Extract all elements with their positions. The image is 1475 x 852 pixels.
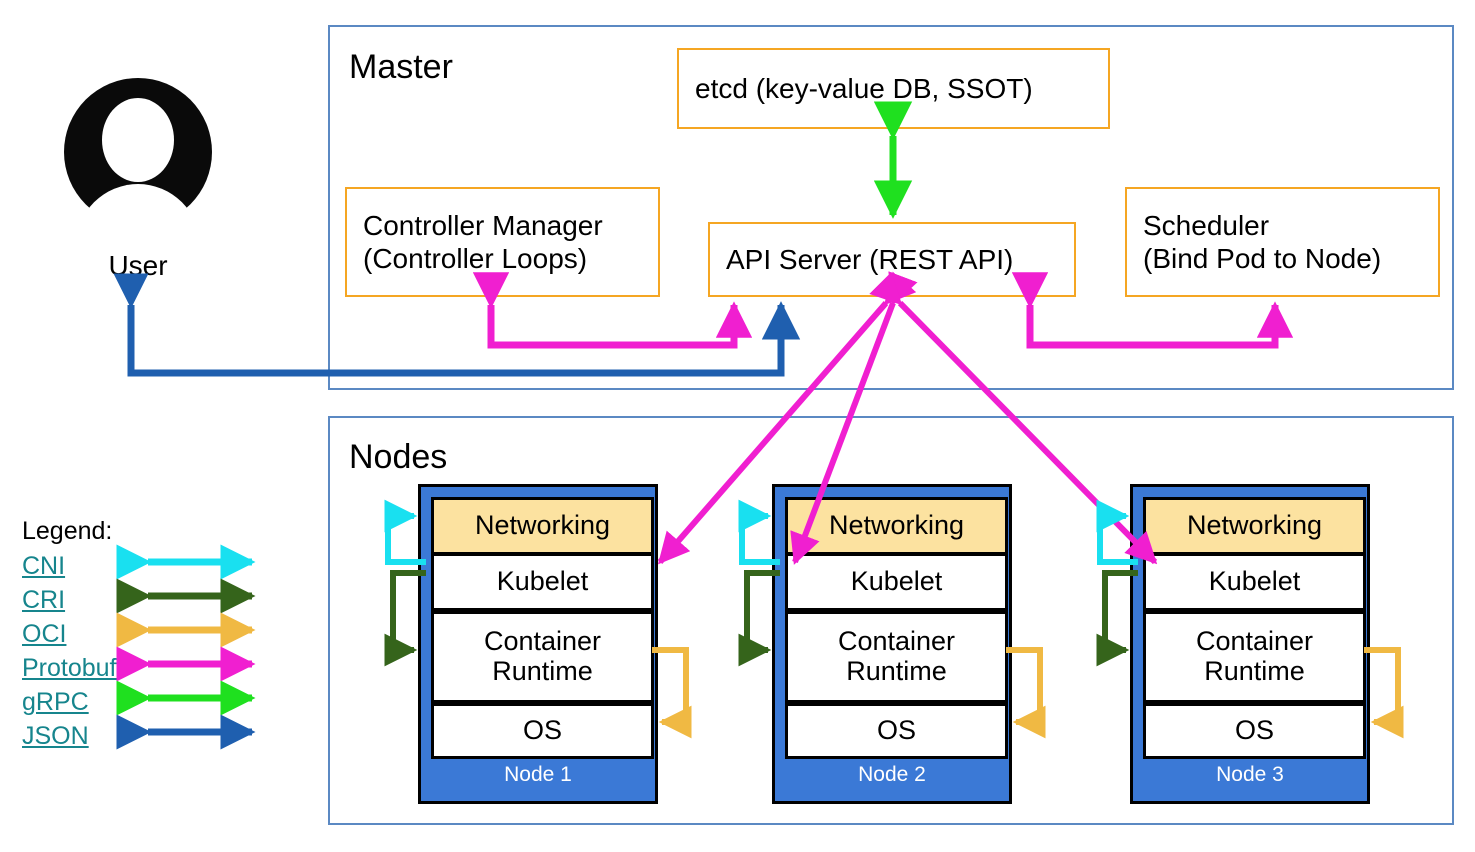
node-2-networking-label: Networking — [828, 510, 965, 541]
user-avatar-icon — [64, 78, 212, 226]
scheduler-label-line2: (Bind Pod to Node) — [1143, 243, 1382, 274]
node-2-name: Node 2 — [858, 763, 926, 786]
node-3-networking-row[interactable]: Networking — [1143, 497, 1366, 555]
user-label: User — [108, 250, 168, 281]
node-1-networking-label: Networking — [474, 510, 611, 541]
node-box-3[interactable]: Networking Kubelet Container Runtime OS … — [1130, 484, 1370, 804]
legend-label-cni[interactable]: CNI — [22, 552, 66, 580]
api-server-label: API Server (REST API) — [726, 243, 1014, 275]
node-3-container-runtime-row[interactable]: Container Runtime — [1143, 611, 1366, 703]
node-2-kubelet-label: Kubelet — [850, 566, 943, 597]
scheduler-label-line1: Scheduler — [1143, 209, 1270, 241]
legend-title: Legend: — [22, 517, 113, 545]
node-3-os-row[interactable]: OS — [1143, 703, 1366, 759]
node-3-kubelet-row[interactable]: Kubelet — [1143, 553, 1366, 611]
node-1-container-runtime-label-line2: Runtime — [492, 656, 593, 686]
legend-label-json[interactable]: JSON — [22, 722, 89, 750]
controller-manager-label-line2: (Controller Loops) — [363, 243, 588, 274]
scheduler-box[interactable]: Scheduler (Bind Pod to Node) — [1125, 187, 1440, 297]
node-3-networking-label: Networking — [1186, 510, 1323, 541]
node-3-container-runtime-label-line2: Runtime — [1204, 656, 1305, 686]
node-3-container-runtime-label-line1: Container — [1195, 626, 1314, 657]
node-2-os-label: OS — [876, 715, 916, 746]
node-2-os-row[interactable]: OS — [785, 703, 1008, 759]
node-1-os-label: OS — [522, 715, 562, 746]
node-box-2[interactable]: Networking Kubelet Container Runtime OS … — [772, 484, 1012, 804]
legend-label-oci[interactable]: OCI — [22, 620, 67, 648]
node-1-os-row[interactable]: OS — [431, 703, 654, 759]
node-2-container-runtime-label-line2: Runtime — [846, 656, 947, 686]
legend-label-protobuf[interactable]: Protobuf — [22, 654, 117, 682]
node-3-kubelet-label: Kubelet — [1208, 566, 1301, 597]
node-1-networking-row[interactable]: Networking — [431, 497, 654, 555]
controller-manager-box[interactable]: Controller Manager (Controller Loops) — [345, 187, 660, 297]
node-2-container-runtime-label-line1: Container — [837, 626, 956, 657]
master-group-title: Master — [349, 48, 453, 86]
api-server-box[interactable]: API Server (REST API) — [708, 222, 1076, 297]
node-2-networking-row[interactable]: Networking — [785, 497, 1008, 555]
legend-label-grpc[interactable]: gRPC — [22, 688, 89, 716]
node-2-kubelet-row[interactable]: Kubelet — [785, 553, 1008, 611]
node-1-container-runtime-label-line1: Container — [483, 626, 602, 657]
etcd-label: etcd (key-value DB, SSOT) — [695, 72, 1033, 104]
node-2-container-runtime-row[interactable]: Container Runtime — [785, 611, 1008, 703]
legend-label-cri[interactable]: CRI — [22, 586, 66, 614]
node-1-container-runtime-row[interactable]: Container Runtime — [431, 611, 654, 703]
node-3-name: Node 3 — [1216, 763, 1284, 786]
nodes-group-title: Nodes — [349, 438, 448, 476]
controller-manager-label-line1: Controller Manager — [363, 209, 603, 241]
node-1-kubelet-label: Kubelet — [496, 566, 589, 597]
node-1-kubelet-row[interactable]: Kubelet — [431, 553, 654, 611]
node-box-1[interactable]: Networking Kubelet Container Runtime OS … — [418, 484, 658, 804]
node-3-os-label: OS — [1234, 715, 1274, 746]
node-1-name: Node 1 — [504, 763, 572, 786]
etcd-box[interactable]: etcd (key-value DB, SSOT) — [677, 48, 1110, 129]
